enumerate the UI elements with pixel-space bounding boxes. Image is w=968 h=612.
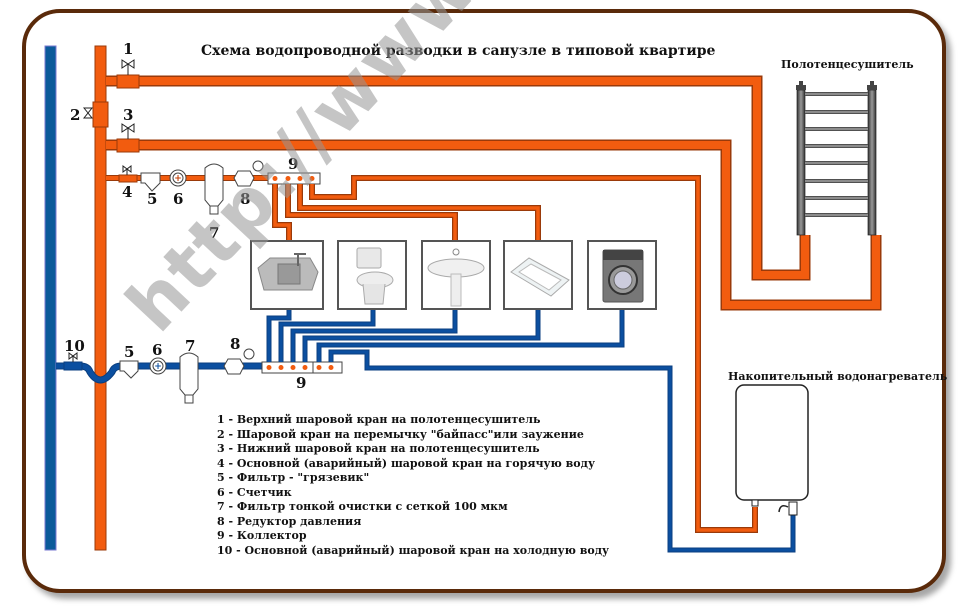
valve-3-body — [116, 138, 140, 153]
legend-item: 8 - Редуктор давления — [217, 514, 362, 528]
towel-dryer — [796, 81, 877, 236]
marker-cold-5: 5 — [124, 343, 135, 361]
legend-item: 7 - Фильтр тонкой очистки с сеткой 100 м… — [217, 500, 508, 513]
cold-meter-dial — [152, 360, 164, 372]
valve-2-icon — [82, 107, 94, 119]
cold-collector-9 — [261, 361, 343, 374]
marker-6: 6 — [173, 190, 184, 208]
fixture-bathtub — [503, 240, 573, 310]
legend-item: 5 - Фильтр - "грязевик" — [217, 471, 370, 484]
water-heater-label: Накопительный водонагреватель — [728, 370, 948, 383]
fixture-washbasin — [421, 240, 491, 310]
legend-item: 2 - Шаровой кран на перемычку "байпасс"и… — [217, 427, 584, 441]
toilet-icon — [356, 247, 394, 305]
heater-hot-outlet — [751, 499, 759, 507]
cold-riser — [44, 45, 57, 551]
marker-10: 10 — [64, 337, 85, 355]
filter-drain — [209, 205, 219, 215]
marker-cold-9: 9 — [296, 374, 307, 392]
cold-fine-filter-7 — [179, 352, 199, 396]
marker-9: 9 — [288, 155, 299, 173]
legend-item: 10 - Основной (аварийный) шаровой кран н… — [217, 543, 610, 557]
legend-item: 3 - Нижний шаровой кран на полотенцесуши… — [217, 442, 540, 455]
filter-drain — [184, 394, 194, 404]
towel-dryer-label: Полотенцесушитель — [781, 58, 914, 71]
kitchen-sink-icon — [257, 253, 319, 291]
plus-icon: + — [174, 174, 182, 184]
cold-branches — [266, 310, 796, 553]
marker-7: 7 — [209, 224, 220, 242]
hot-branches — [272, 175, 758, 533]
hot-strainer-5 — [140, 172, 161, 192]
valve-4-icon — [122, 165, 132, 175]
valve-2-body — [92, 101, 109, 128]
hot-meter-dial — [172, 172, 184, 184]
marker-2: 2 — [70, 106, 81, 124]
marker-cold-7: 7 — [185, 337, 196, 355]
legend-item: 6 - Счетчик — [217, 485, 292, 499]
valve-4-body — [118, 174, 138, 183]
washing-machine-icon — [602, 249, 644, 303]
legend: 1 - Верхний шаровой кран на полотенцесуш… — [217, 413, 609, 558]
legend-item: 4 - Основной (аварийный) шаровой кран на… — [217, 456, 595, 470]
valve-10-icon — [68, 352, 78, 362]
valve-1-body — [116, 74, 140, 89]
cold-main-line — [56, 362, 262, 384]
marker-cold-8: 8 — [230, 335, 241, 353]
legend-item: 9 - Коллектор — [217, 529, 307, 542]
marker-3: 3 — [123, 106, 134, 124]
diagram-title: Схема водопроводной разводки в санузле в… — [201, 43, 716, 59]
marker-1: 1 — [123, 40, 134, 58]
water-heater — [735, 384, 809, 501]
bathtub-icon — [510, 257, 570, 297]
hot-collector-9 — [267, 172, 321, 185]
marker-5: 5 — [147, 190, 158, 208]
hot-riser — [94, 45, 107, 551]
fixture-kitchen-sink — [250, 240, 324, 310]
gauge-icon — [252, 160, 264, 172]
hot-line-upper-towel — [106, 75, 811, 281]
washbasin-icon — [427, 248, 485, 307]
valve-10-body — [63, 361, 83, 371]
marker-8: 8 — [240, 190, 251, 208]
safety-valve-icon — [778, 505, 789, 513]
cold-collector-ports — [266, 365, 334, 370]
fixture-washing-machine — [587, 240, 657, 310]
cold-strainer-5 — [119, 360, 139, 379]
hot-fine-filter-7 — [204, 163, 224, 207]
fixture-toilet — [337, 240, 407, 310]
cold-reducer-8 — [223, 358, 245, 375]
heater-cold-inlet — [788, 501, 798, 516]
marker-cold-6: 6 — [152, 341, 163, 359]
hot-reducer-8 — [233, 170, 255, 187]
gauge-icon — [243, 348, 255, 360]
hot-line-lower-towel — [106, 139, 882, 311]
legend-item: 1 - Верхний шаровой кран на полотенцесуш… — [217, 413, 541, 426]
plus-icon: + — [154, 362, 162, 372]
hot-collector-ports — [272, 176, 315, 181]
marker-4: 4 — [122, 183, 133, 201]
